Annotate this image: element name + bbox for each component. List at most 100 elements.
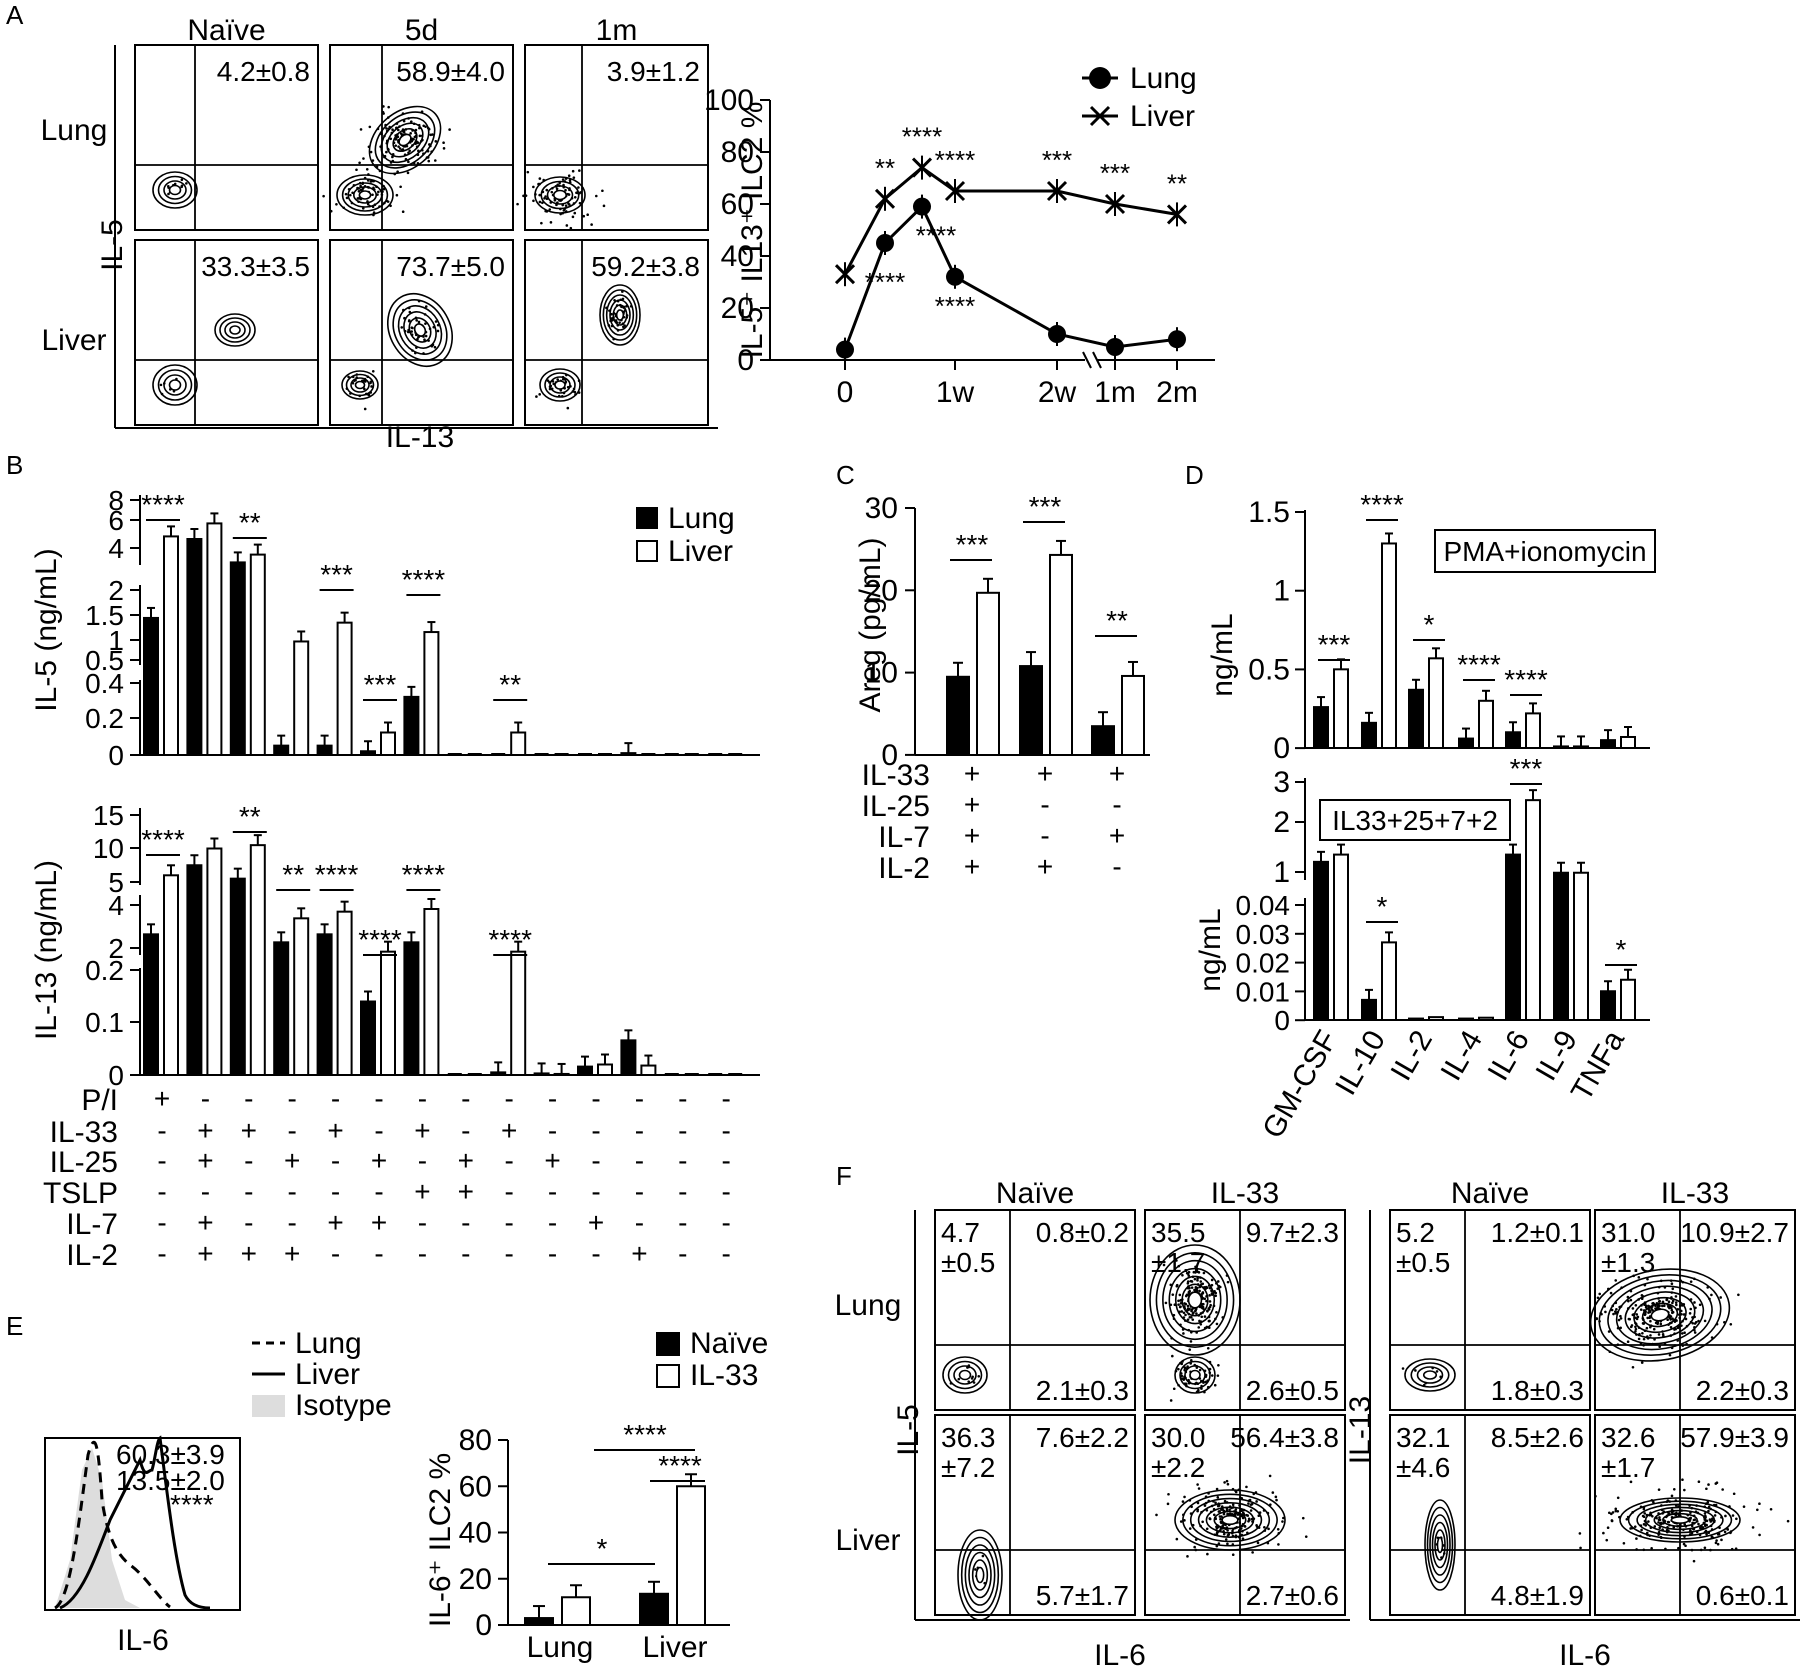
- event-dot: [1732, 1492, 1736, 1496]
- lung-bar: [316, 744, 333, 756]
- event-dot: [1714, 1482, 1718, 1485]
- y-tick-label: 0.2: [85, 703, 124, 734]
- liver-bar: [1478, 699, 1494, 749]
- significance-stars: ***: [364, 669, 397, 700]
- contour-population: [359, 105, 451, 175]
- event-dot: [362, 157, 365, 160]
- quadrant-percent-ul-sd: ±0.5: [941, 1247, 995, 1278]
- event-dot: [1188, 1286, 1191, 1290]
- legend-label-il33: IL-33: [690, 1359, 758, 1392]
- event-dot: [1683, 1523, 1687, 1526]
- row-label-lung: Lung: [835, 1289, 902, 1322]
- contour-ring: [1615, 1285, 1705, 1345]
- y-tick-label: 6: [108, 505, 124, 536]
- event-dot: [1250, 1502, 1254, 1506]
- event-dot: [1203, 1504, 1207, 1507]
- event-dot: [1648, 1310, 1652, 1314]
- legend-swatch-isotype: [252, 1395, 285, 1417]
- event-dot: [358, 161, 361, 165]
- treatment-sign: +: [501, 1115, 517, 1146]
- event-dot: [1213, 1383, 1217, 1387]
- contour-ring: [1189, 1497, 1271, 1543]
- event-dot: [550, 190, 554, 194]
- y-axis-label-il5: IL-5: [892, 1404, 925, 1456]
- event-dot: [1605, 1538, 1609, 1542]
- y-tick-label: 40: [459, 1517, 492, 1550]
- event-dot: [408, 149, 411, 153]
- treatment-sign: -: [591, 1176, 600, 1207]
- b-bottom-y-label: IL-13 (ng/mL): [30, 860, 63, 1040]
- event-dot: [1194, 1548, 1198, 1552]
- event-dot: [532, 185, 535, 189]
- y-tick-label: 20: [459, 1563, 492, 1596]
- event-dot: [1612, 1312, 1615, 1316]
- liver-bar: [976, 591, 1000, 757]
- contour-ring: [1670, 1516, 1690, 1524]
- x-axis-label-il6: IL-6: [1559, 1639, 1611, 1667]
- treatment-sign: +: [414, 1115, 430, 1146]
- event-dot: [409, 120, 413, 123]
- event-dot: [1614, 1279, 1618, 1282]
- contour-ring: [163, 180, 187, 200]
- event-dot: [548, 208, 552, 211]
- event-dot: [1704, 1524, 1707, 1528]
- contour-ring: [224, 321, 246, 339]
- event-dot: [1201, 1306, 1204, 1310]
- isotype-histogram: [55, 1448, 140, 1608]
- lung-bar: [1553, 871, 1569, 1021]
- contour-population: [387, 293, 453, 367]
- event-dot: [1661, 1300, 1665, 1304]
- contour-ring: [534, 176, 586, 214]
- event-dot: [1697, 1319, 1700, 1323]
- contour-ring: [602, 289, 638, 341]
- event-dot: [1619, 1326, 1622, 1330]
- event-dot: [1650, 1308, 1653, 1311]
- event-dot: [1196, 1509, 1199, 1513]
- event-dot: [590, 223, 593, 226]
- lung-bar: [1091, 725, 1115, 757]
- event-dot: [1182, 1332, 1185, 1335]
- treatment-sign: -: [331, 1238, 340, 1269]
- treatment-sign: +: [1109, 820, 1125, 851]
- liver-histogram: [59, 1435, 211, 1610]
- contour-ring: [1436, 1536, 1444, 1554]
- event-dot: [1693, 1331, 1697, 1334]
- y-tick-label: 15: [93, 800, 124, 831]
- event-dot: [1209, 1303, 1212, 1307]
- liver-bar: [553, 1072, 570, 1076]
- event-dot: [1594, 1494, 1597, 1498]
- event-dot: [368, 125, 372, 129]
- event-dot: [1706, 1500, 1710, 1504]
- event-dot: [1610, 1519, 1614, 1522]
- event-dot: [410, 326, 414, 329]
- histogram-percent-liver: 13.5±2.0: [116, 1465, 225, 1496]
- treatment-sign: -: [722, 1083, 731, 1114]
- event-dot: [1651, 1515, 1654, 1518]
- contour-ring: [964, 1544, 996, 1606]
- treatment-sign: -: [157, 1207, 166, 1238]
- y-tick-label: 5: [108, 867, 124, 898]
- event-dot: [1769, 1507, 1773, 1511]
- event-dot: [1247, 1520, 1250, 1523]
- contour-ring: [1424, 1499, 1456, 1591]
- contour-ring: [942, 1356, 988, 1394]
- event-dot: [1171, 1354, 1174, 1358]
- b-top-y-label: IL-5 (ng/mL): [30, 548, 63, 711]
- y-tick-label: 30: [865, 492, 898, 525]
- y-tick-label: 2: [1273, 806, 1290, 839]
- event-dot: [1205, 1527, 1209, 1531]
- contour-population: [1155, 1474, 1308, 1558]
- contour-ring: [599, 284, 641, 346]
- event-dot: [1679, 1309, 1683, 1313]
- event-dot: [1694, 1320, 1698, 1324]
- event-dot: [1756, 1508, 1759, 1512]
- event-dot: [429, 133, 433, 137]
- event-dot: [1188, 1348, 1192, 1351]
- y-tick-label: 60: [459, 1470, 492, 1503]
- significance-stars: ****: [1504, 664, 1548, 695]
- event-dot: [1203, 1315, 1207, 1318]
- significance-stars: *: [1377, 891, 1388, 922]
- event-dot: [1194, 1271, 1197, 1274]
- treatment-sign: -: [548, 1238, 557, 1269]
- event-dot: [1219, 1517, 1222, 1521]
